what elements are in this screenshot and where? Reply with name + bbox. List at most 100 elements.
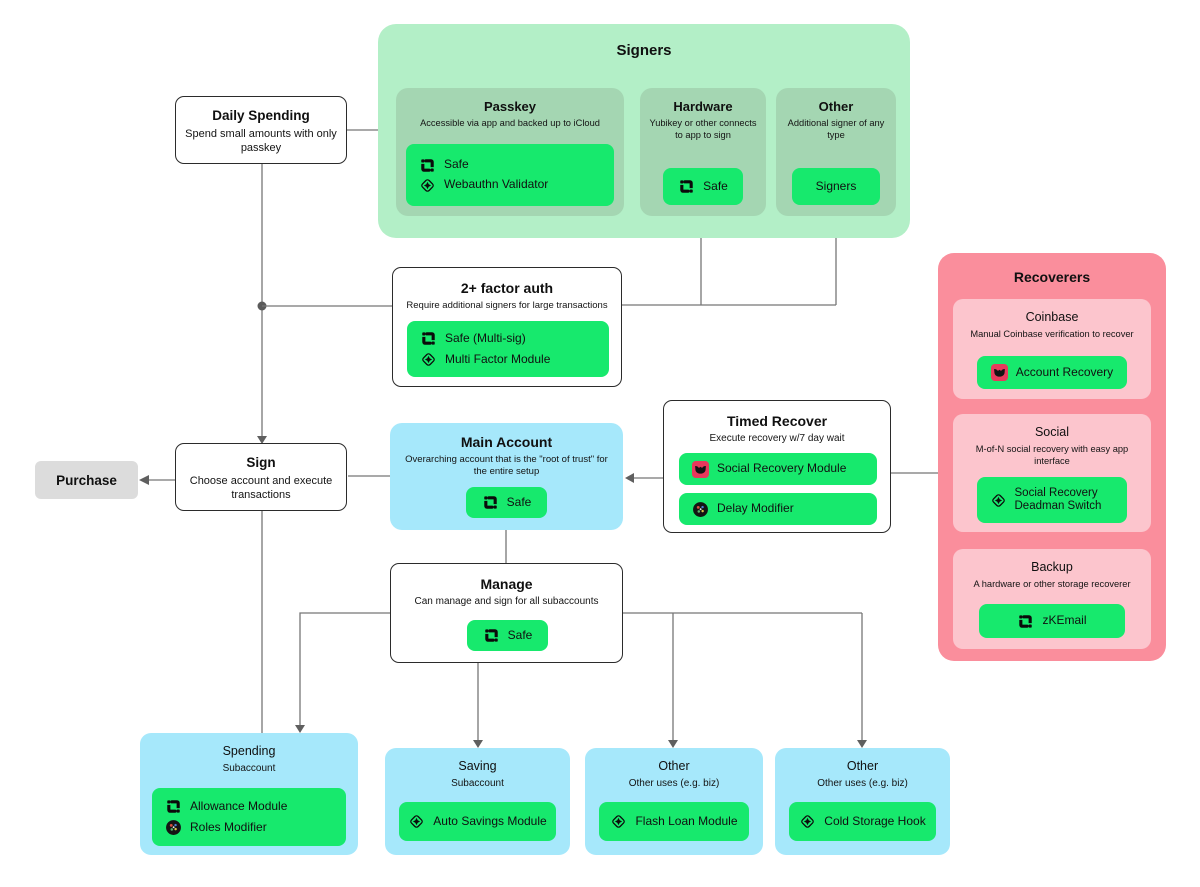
social-title: Social [1034, 425, 1070, 439]
daily-spending-node: Daily Spending Spend small amounts with … [175, 96, 347, 164]
signers-group: Signers Passkey Accessible via app and b… [378, 24, 910, 238]
module-label: Multi Factor Module [445, 351, 551, 366]
spending-desc: Subaccount [222, 763, 276, 774]
social-desc: M-of-N social recovery with easy app int… [975, 444, 1129, 467]
module-icon [408, 813, 425, 830]
module-icon [799, 813, 816, 830]
module-label: Safe [506, 494, 532, 509]
module-row: Safe [663, 178, 743, 195]
backup-title: Backup [1031, 560, 1073, 574]
hardware-desc: Yubikey or other connects to app to sign [649, 118, 757, 141]
other-2-title: Other [846, 759, 879, 773]
backup-recoverer-card: Backup A hardware or other storage recov… [953, 549, 1151, 649]
module-label: Auto Savings Module [433, 813, 547, 828]
module-label: Social Recovery Deadman Switch [1014, 486, 1102, 512]
module-row: Flash Loan Module [599, 813, 749, 830]
hardware-modules-pill: Safe [663, 168, 743, 205]
module-row: Webauthn Validator [406, 177, 614, 194]
manage-desc: Can manage and sign for all subaccounts [414, 596, 599, 607]
module-label: Account Recovery [1015, 364, 1114, 379]
sign-title: Sign [246, 455, 276, 470]
module-row: Safe [467, 627, 548, 644]
saving-title: Saving [458, 759, 497, 773]
social-recovery-pill: Social Recovery Module [679, 453, 877, 485]
manage-node: Manage Can manage and sign for all subac… [390, 563, 623, 663]
two-factor-node: 2+ factor auth Require additional signer… [392, 267, 622, 387]
other-1-desc: Other uses (e.g. biz) [628, 778, 720, 789]
hardware-title: Hardware [673, 99, 733, 114]
other-signer-modules-pill: Signers [792, 168, 880, 205]
module-icon [419, 177, 436, 194]
module-label: Webauthn Validator [444, 177, 549, 192]
coinbase-desc: Manual Coinbase verification to recover [970, 329, 1134, 339]
safe-icon [420, 330, 437, 347]
social-recoverer-card: Social M-of-N social recovery with easy … [953, 414, 1151, 532]
other-signer-desc: Additional signer of any type [787, 118, 885, 141]
recoverers-title: Recoverers [1013, 269, 1091, 285]
module-row: Allowance Module [152, 798, 346, 815]
other-signer-card: Other Additional signer of any type Sign… [776, 88, 896, 216]
module-row: Safe (Multi-sig) [407, 330, 609, 347]
deadman-switch-pill: Social Recovery Deadman Switch [977, 477, 1127, 523]
purchase-label: Purchase [56, 472, 117, 488]
module-icon [990, 492, 1007, 509]
main-account-node: Main Account Overarching account that is… [390, 423, 623, 530]
module-row: Multi Factor Module [407, 351, 609, 368]
other-1-title: Other [658, 759, 690, 773]
module-label: Safe [507, 627, 533, 642]
module-label: Social Recovery Module [717, 461, 847, 476]
safe-icon [678, 178, 695, 195]
module-row: Auto Savings Module [399, 813, 556, 830]
module-label: Roles Modifier [190, 819, 267, 834]
saving-desc: Subaccount [451, 778, 504, 789]
module-label: Safe [703, 178, 728, 193]
main-account-desc: Overarching account that is the "root of… [405, 454, 608, 478]
main-account-title: Main Account [460, 434, 553, 450]
other-subaccount-node-1: Other Other uses (e.g. biz) Flash Loan M… [585, 748, 763, 855]
spending-modules-pill: Allowance Module Roles Modifier [152, 788, 346, 846]
module-label: Signers [815, 178, 857, 193]
daily-spending-title: Daily Spending [212, 108, 310, 123]
passkey-modules-pill: Safe Webauthn Validator [406, 144, 614, 206]
candide-icon [990, 364, 1008, 381]
spending-title: Spending [222, 744, 276, 758]
recoverers-group: Recoverers Coinbase Manual Coinbase veri… [938, 253, 1166, 661]
two-factor-desc: Require additional signers for large tra… [406, 300, 608, 311]
spending-subaccount-node: Spending Subaccount Allowance Module Rol… [140, 733, 358, 855]
module-row: Roles Modifier [152, 819, 346, 836]
module-label: Allowance Module [190, 798, 288, 813]
safe-icon [482, 494, 499, 511]
two-factor-title: 2+ factor auth [460, 280, 554, 296]
module-row: Signers [792, 178, 880, 194]
main-account-pill: Safe [466, 487, 547, 518]
passkey-title: Passkey [483, 99, 537, 114]
zkemail-pill: zKEmail [979, 604, 1125, 638]
other-signer-title: Other [818, 99, 854, 114]
module-label: zKEmail [1042, 613, 1087, 628]
passkey-desc: Accessible via app and backed up to iClo… [420, 118, 600, 128]
candide-icon [692, 460, 709, 478]
module-row: zKEmail [979, 613, 1125, 630]
passkey-card: Passkey Accessible via app and backed up… [396, 88, 624, 216]
signers-title: Signers [616, 42, 672, 59]
manage-title: Manage [480, 576, 533, 592]
zodiac-icon [692, 501, 709, 518]
module-label: Safe [444, 157, 469, 172]
other-1-modules-pill: Flash Loan Module [599, 802, 749, 841]
saving-subaccount-node: Saving Subaccount Auto Savings Module [385, 748, 570, 855]
daily-spending-desc: Spend small amounts with only passkey [185, 128, 337, 155]
hardware-card: Hardware Yubikey or other connects to ap… [640, 88, 766, 216]
timed-recover-title: Timed Recover [726, 413, 828, 429]
safe-icon [1017, 613, 1034, 630]
module-icon [420, 351, 437, 368]
saving-modules-pill: Auto Savings Module [399, 802, 556, 841]
sign-desc: Choose account and execute transactions [189, 475, 333, 502]
module-row: Safe [466, 494, 547, 511]
safe-icon [483, 627, 500, 644]
module-row: Account Recovery [977, 364, 1127, 381]
purchase-node: Purchase [35, 461, 138, 499]
timed-recover-node: Timed Recover Execute recovery w/7 day w… [663, 400, 891, 533]
backup-desc: A hardware or other storage recoverer [973, 579, 1131, 589]
module-row: Social Recovery Deadman Switch [977, 487, 1127, 513]
